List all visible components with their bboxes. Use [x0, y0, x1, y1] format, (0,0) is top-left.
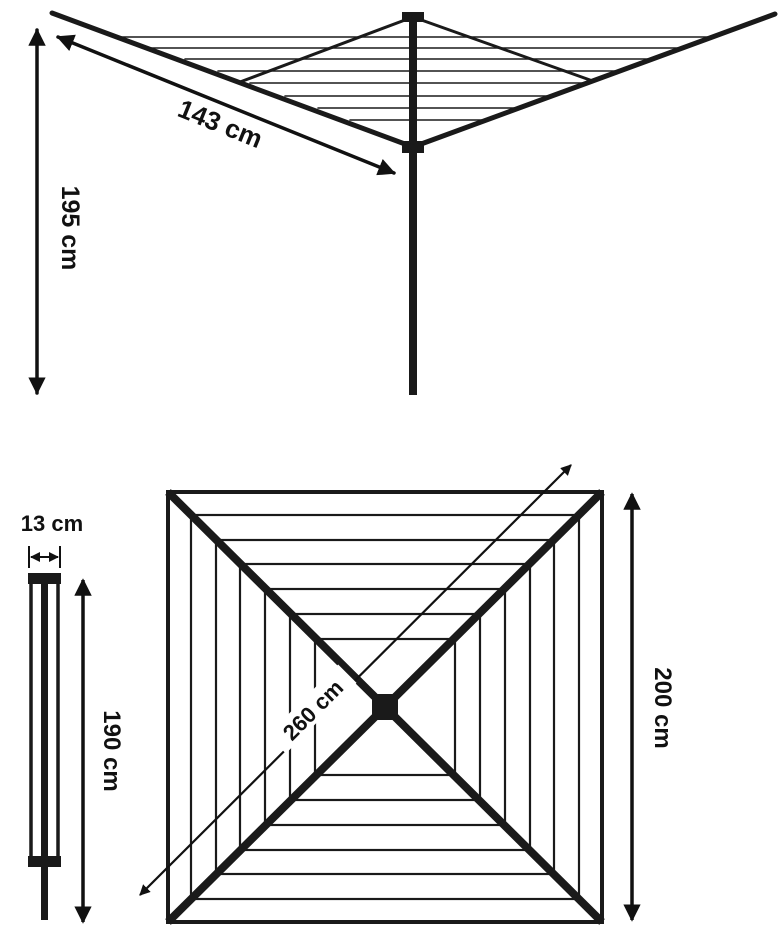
- folded-view: [28, 546, 92, 924]
- folded-top-cap: [28, 573, 61, 584]
- folded-length-label: 190 cm: [98, 710, 125, 791]
- arm-length-arrow: [56, 34, 396, 176]
- strut-left: [238, 15, 415, 84]
- top-view: [139, 464, 641, 925]
- side-view: [28, 10, 778, 395]
- folded-bottom-cap: [28, 856, 61, 867]
- center-hub: [372, 694, 398, 720]
- height-label: 195 cm: [56, 186, 84, 271]
- arm-right: [410, 11, 778, 150]
- side-label: 200 cm: [649, 667, 676, 748]
- clothes-lines-right: [412, 36, 716, 121]
- folded-width-label: 13 cm: [21, 511, 83, 536]
- diagonal-arrow: [139, 464, 572, 896]
- diagonal-label: 260 cm: [278, 675, 348, 745]
